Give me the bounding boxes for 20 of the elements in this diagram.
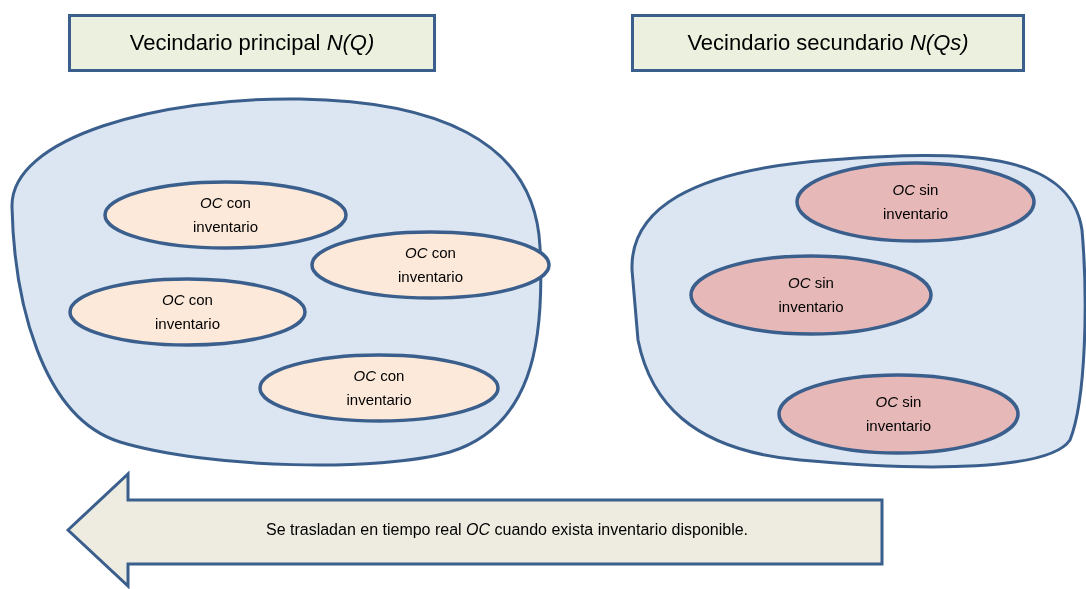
ellipse-label: OC con inventario [153, 290, 221, 334]
ellipse-label: OC con inventario [191, 193, 259, 237]
title-box [68, 14, 436, 72]
order-ellipse [795, 161, 1036, 243]
heading: Vecindario principal N(Q) [129, 29, 375, 58]
order-ellipse [310, 230, 551, 300]
order-ellipse [689, 254, 933, 336]
ellipse-label: OC sin inventario [777, 273, 845, 317]
ellipse-label: OC con inventario [396, 243, 464, 287]
order-ellipse [68, 277, 307, 347]
order-ellipse [777, 373, 1020, 455]
ellipse-label: OC con inventario [345, 366, 413, 410]
order-ellipse [258, 353, 500, 423]
left-block-arrow [66, 472, 886, 588]
title-box [631, 14, 1025, 72]
ellipse-label: OC sin inventario [864, 392, 932, 436]
order-ellipse [103, 180, 348, 250]
heading: Vecindario secundario N(Qs) [687, 29, 969, 58]
arrow-caption: Se trasladan en tiempo real OC cuando exista inventario disponible. [265, 520, 749, 541]
ellipse-label: OC sin inventario [881, 180, 949, 224]
